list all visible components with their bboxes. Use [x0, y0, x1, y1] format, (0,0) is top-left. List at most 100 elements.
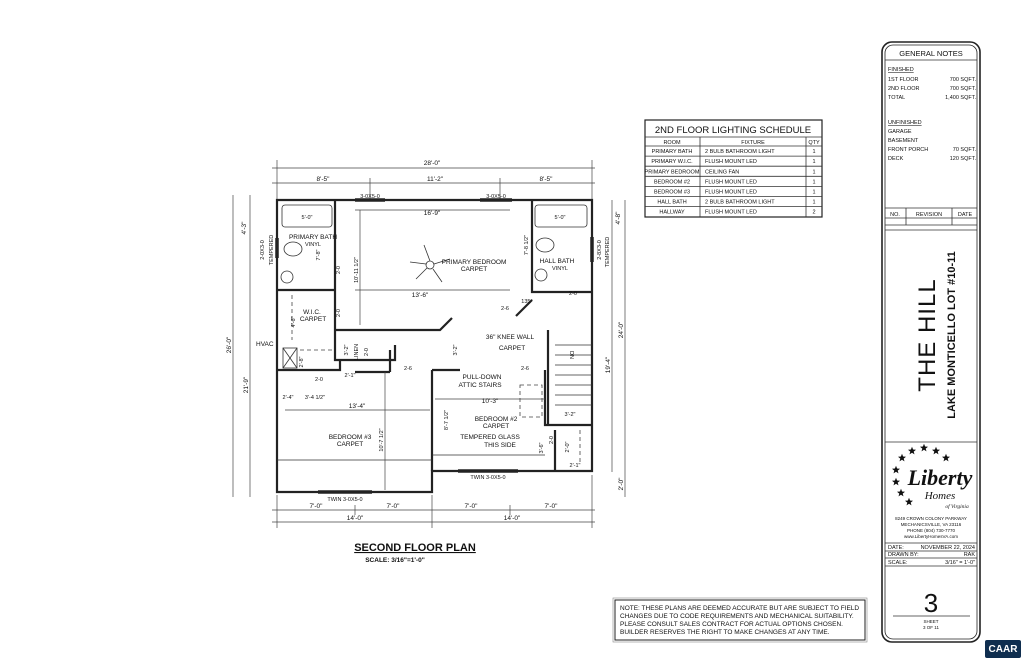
dim-left-top: 4'-3"	[241, 221, 248, 235]
dim-b3-depth: 10'-7 1/2"	[379, 428, 385, 451]
dim-right-overall: 24'-0"	[618, 321, 625, 338]
stair-treads	[555, 344, 592, 406]
note-line: BUILDER RESERVES THE RIGHT TO MAKE CHANG…	[620, 629, 830, 636]
door-label: 2-0	[315, 377, 323, 383]
drawn-by-label: DRAWN BY:	[888, 552, 919, 558]
dim-linen: 3'-2"	[344, 344, 350, 355]
unfinished-heading: UNFINISHED	[888, 120, 922, 126]
area-label: FRONT PORCH	[888, 147, 928, 153]
window-label: 2-8X3-0	[597, 240, 603, 260]
plan-scale: SCALE: 3/16"=1'-0"	[365, 557, 425, 564]
tempered-label: TEMPERED	[269, 235, 275, 266]
project-name: THE HILL	[914, 278, 941, 391]
door-label: 2-6	[404, 366, 412, 372]
room-linen: LINEN	[354, 344, 360, 360]
door-label: 2-0	[549, 436, 555, 444]
schedule-qty: 1	[812, 149, 815, 155]
stairs-down-label: DN	[568, 351, 574, 359]
dim-left-lower: 21'-9"	[243, 376, 250, 393]
dim-tub: 5'-0"	[555, 215, 566, 221]
col-header: FIXTURE	[741, 140, 765, 146]
date-label: DATE:	[888, 545, 904, 551]
dim-right-top: 4'-8"	[615, 211, 622, 225]
schedule-qty: 1	[812, 179, 815, 185]
door-label: 2-6	[521, 366, 529, 372]
dim-b2-depth: 8'-7 1/2"	[444, 410, 450, 430]
dim-bath-right: 7'-8 1/2"	[524, 235, 530, 255]
dim-hall: 3'-2"	[453, 344, 459, 355]
door-label: 2-6	[501, 306, 509, 312]
star-icon	[892, 477, 900, 486]
plan-title: SECOND FLOOR PLAN	[354, 542, 476, 554]
dim-overall-width: 28'-0"	[424, 160, 441, 167]
schedule-room: BEDROOM #2	[654, 179, 690, 185]
schedule-fixture: FLUSH MOUNT LED	[705, 210, 757, 216]
dim-closet-door: 2'-0"	[565, 441, 571, 452]
dim-right-bottom: 2'-0"	[618, 477, 625, 491]
address-line: MECHANICSVILLE, VA 23116	[901, 522, 962, 527]
room-floor: CARPET	[483, 423, 509, 430]
date-value: NOVEMBER 22, 2024	[921, 545, 975, 551]
room-hall-bath: HALL BATH	[540, 258, 575, 265]
room-bedroom-3: BEDROOM #3	[329, 434, 372, 441]
attic-stairs-label: PULL-DOWN	[462, 374, 501, 381]
room-bedroom-2: BEDROOM #2	[475, 416, 518, 423]
area-value: 120 SQFT.	[950, 156, 977, 162]
title-block	[881, 41, 981, 643]
logo-text: Liberty	[907, 465, 973, 490]
dim-bottom-b: 7'-0"	[387, 503, 401, 510]
area-value: 1,400 SQFT.	[945, 95, 976, 101]
lighting-schedule	[644, 119, 823, 218]
dim-bottom-d: 7'-0"	[545, 503, 559, 510]
room-hvac: HVAC	[256, 341, 274, 348]
room-primary-bedroom: PRIMARY BEDROOM	[442, 259, 507, 266]
star-icon	[897, 488, 905, 497]
note-line: PLEASE CONSULT SALES CONTRACT FOR ACTUAL…	[620, 621, 843, 628]
room-floor: CARPET	[461, 266, 487, 273]
dim-b2-a: 3'-6"	[539, 442, 545, 453]
scale-value: 3/16" = 1'-0"	[945, 560, 975, 566]
area-label: 2ND FLOOR	[888, 86, 920, 92]
dim-bottom-c: 7'-0"	[465, 503, 479, 510]
star-icon	[905, 497, 913, 506]
room-primary-bath: PRIMARY BATH	[289, 234, 337, 241]
window-label: 2-0X3-0	[260, 240, 266, 260]
star-icon	[892, 465, 900, 474]
schedule-room: BEDROOM #3	[654, 190, 690, 196]
star-icon	[942, 453, 950, 462]
star-icon	[932, 446, 940, 455]
area-value: 700 SQFT.	[950, 86, 977, 92]
schedule-fixture: 2 BULB BATHROOM LIGHT	[705, 149, 775, 155]
star-icons	[892, 443, 950, 506]
liberty-homes-logo: Liberty Homes of Virginia	[892, 443, 973, 510]
dim-b3-d: 2'-8"	[299, 356, 305, 367]
schedule-fixture: FLUSH MOUNT LED	[705, 159, 757, 165]
bath-fixtures	[280, 237, 555, 284]
dim-closet: 2'-1"	[570, 463, 581, 469]
logo-text: of Virginia	[945, 503, 969, 510]
schedule-room: PRIMARY W.I.C.	[651, 159, 693, 165]
room-floor: CARPET	[300, 316, 326, 323]
sheet-number: 3	[924, 588, 938, 618]
door-label: 2-0	[569, 291, 577, 297]
dim-top-left: 8'-5"	[317, 176, 331, 183]
finished-heading: FINISHED	[888, 67, 914, 73]
schedule-room: HALL BATH	[657, 200, 686, 206]
knee-wall-label: 36" KNEE WALL	[486, 334, 535, 341]
scale-label: SCALE:	[888, 560, 908, 566]
star-icon	[898, 453, 906, 462]
dim-top-mid: 11'-2"	[427, 176, 444, 183]
dim-pb-width: 16'-9"	[424, 210, 441, 217]
sheet-of: 3 OF 11	[923, 625, 939, 630]
door-label: 2-0	[336, 309, 342, 317]
schedule-qty: 1	[812, 190, 815, 196]
dim-wic: 4'-6"	[291, 316, 297, 327]
lighting-schedule-title: 2ND FLOOR LIGHTING SCHEDULE	[655, 125, 811, 136]
dim-bottom-a: 7'-0"	[310, 503, 324, 510]
ceiling-fan-icon	[409, 244, 451, 283]
dim-bath-left: 7'-8"	[316, 249, 322, 260]
schedule-fixture: FLUSH MOUNT LED	[705, 179, 757, 185]
dim-b3-b: 3'-4 1/2"	[305, 395, 325, 401]
sheet-label: SHEET	[923, 619, 938, 624]
room-floor: VINYL	[552, 266, 568, 272]
